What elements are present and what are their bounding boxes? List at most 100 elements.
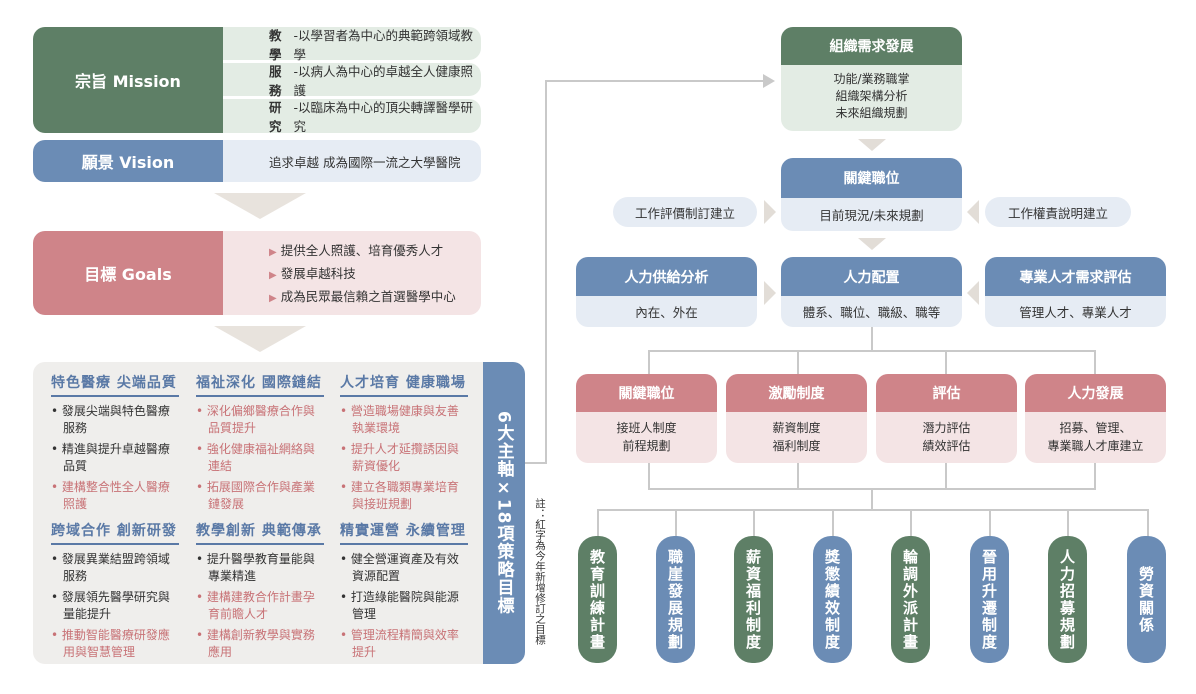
key-position-body: 目前現況/未來規劃 (781, 198, 962, 231)
axis-title: 精實運營 永續管理 (340, 520, 468, 545)
axis-item: • 深化偏鄉醫療合作與品質提升 (196, 404, 315, 435)
key-position-title: 關鍵職位 (781, 158, 962, 198)
goals-block: 目標 Goals ▶ 提供全人照護、培育優秀人才 ▶ 發展卓越科技 ▶ 成為民眾… (33, 231, 481, 315)
plan-label: 職崖發展規劃 (666, 548, 684, 651)
goal-item: ▶ 提供全人照護、培育優秀人才 (269, 240, 481, 263)
connector-line (545, 80, 547, 464)
goal-text: 發展卓越科技 (280, 266, 356, 281)
axis-item-text: 管理流程精簡與效率提升 (350, 628, 459, 659)
connector-line (797, 463, 799, 489)
axis-col-2: 福祉深化 國際鏈結 • 深化偏鄉醫療合作與品質提升 • 強化健康福祉網絡與連結 … (196, 372, 324, 517)
plan-pill: 職崖發展規劃 (656, 536, 695, 663)
axis-count-label: 6大主軸×18項策略目標 (483, 362, 525, 664)
row4-body: 潛力評估 績效評估 (876, 412, 1017, 455)
row4-line: 薪資制度 (772, 421, 821, 435)
plan-label: 人力招募規劃 (1058, 548, 1076, 651)
row4-title: 人力發展 (1025, 374, 1166, 412)
axis-col-6: 精實運營 永續管理 • 健全營運資產及有效資源配置 • 打造綠能醫院與能源管理 … (340, 520, 468, 665)
connector-line (989, 509, 991, 537)
row4-title: 關鍵職位 (576, 374, 717, 412)
connector-line (648, 463, 650, 489)
row4-body: 薪資制度 福利制度 (726, 412, 867, 455)
plan-label: 勞資關係 (1137, 565, 1155, 634)
mission-item-1: 教學 -以學習者為中心的典範跨領域教學 (255, 27, 481, 62)
connector-line (597, 509, 599, 537)
triangle-bullet-icon: ▶ (269, 247, 277, 258)
connector-line (797, 350, 799, 374)
connector-line (1067, 509, 1069, 537)
triangle-bullet-icon: ▶ (269, 293, 277, 304)
side-left-box: 工作評價制訂建立 (613, 197, 757, 227)
connector-line (945, 350, 947, 374)
key-position-box: 關鍵職位 目前現況/未來規劃 (781, 158, 962, 231)
row4-line: 潛力評估 (922, 421, 971, 435)
goal-text: 成為民眾最信賴之首選醫學中心 (280, 289, 456, 304)
mission-item-text: -以臨床為中心的頂尖轉譯醫學研究 (293, 100, 473, 134)
axis-item: • 提升人才延攬誘因與薪資優化 (340, 442, 459, 473)
axis-item: • 發展尖端與特色醫療服務 (51, 404, 170, 435)
goals-label: 目標 Goals (33, 231, 223, 315)
vision-block: 願景 Vision 追求卓越 成為國際一流之大學醫院 (33, 140, 481, 182)
axis-count-text: 6大主軸×18項策略目標 (493, 411, 514, 615)
goals-label-text: 目標 Goals (84, 265, 172, 284)
connector-line (871, 327, 873, 351)
note-text: 註：紅字為今年新增修訂之目標 (534, 498, 546, 645)
axis-item: • 發展領先醫學研究與量能提升 (51, 590, 170, 621)
supply-body: 內在、外在 (576, 296, 757, 327)
org-line: 未來組織規劃 (835, 106, 908, 120)
axis-item-text: 推動智能醫療研發應用與智慧管理 (61, 628, 170, 659)
axis-item-text: 深化偏鄉醫療合作與品質提升 (206, 404, 315, 435)
org-title-text: 組織需求發展 (829, 39, 914, 55)
axis-item-text: 拓展國際合作與產業鏈發展 (206, 480, 315, 511)
goal-item: ▶ 發展卓越科技 (269, 263, 481, 286)
arrow-right-icon (763, 74, 775, 88)
axis-item-text: 發展尖端與特色醫療服務 (61, 404, 170, 435)
connector-line (910, 509, 912, 537)
vision-label-text: 願景 Vision (81, 153, 175, 172)
plan-pill: 薪資福利制度 (734, 536, 773, 663)
mission-item-text: -以病人為中心的卓越全人健康照護 (293, 63, 473, 98)
arrow-right-icon (764, 281, 776, 305)
org-box: 組織需求發展 功能/業務職掌 組織架構分析 未來組織規劃 (781, 27, 962, 131)
goal-text: 提供全人照護、培育優秀人才 (280, 243, 444, 258)
supply-title-text: 人力供給分析 (624, 269, 709, 286)
mission-item-head: 教學 (269, 27, 282, 62)
connector-line (648, 350, 1095, 352)
axis-item-text: 提升人才延攬誘因與薪資優化 (350, 442, 459, 473)
axis-item: • 推動智能醫療研發應用與智慧管理 (51, 628, 170, 659)
allocation-body: 體系、職位、職級、職等 (781, 296, 962, 327)
triangle-bullet-icon: ▶ (269, 270, 277, 281)
row4-box: 評估 潛力評估 績效評估 (876, 374, 1017, 463)
demand-title-text: 專業人才需求評估 (1019, 269, 1132, 286)
demand-text: 管理人才、專業人才 (1019, 305, 1132, 320)
axis-item-text: 營造職場健康與友善執業環境 (350, 404, 459, 435)
arrow-down-1 (214, 193, 306, 219)
axis-title: 人才培育 健康職場 (340, 372, 468, 397)
supply-box: 人力供給分析 內在、外在 (576, 257, 757, 327)
axis-item-text: 精進與提升卓越醫療品質 (61, 442, 170, 473)
axis-item: • 建構建教合作計畫孕育前瞻人才 (196, 590, 315, 621)
mission-item-head: 研究 (269, 100, 282, 134)
row4-box: 關鍵職位 接班人制度 前程規劃 (576, 374, 717, 463)
org-lines: 功能/業務職掌 組織架構分析 未來組織規劃 (781, 65, 962, 122)
mission-block: 宗旨 Mission 教學-以學習者為中心的典範跨領域教學 服務-以病人為中心的… (33, 27, 481, 134)
goals-list: ▶ 提供全人照護、培育優秀人才 ▶ 發展卓越科技 ▶ 成為民眾最信賴之首選醫學中… (223, 231, 481, 315)
connector-line (945, 463, 947, 489)
plan-pill: 人力招募規劃 (1048, 536, 1087, 663)
mission-label-text: 宗旨 Mission (75, 72, 181, 91)
axis-item-text: 建立各職類專業培育與接班規劃 (350, 480, 459, 511)
axis-col-1: 特色醫療 尖端品質 • 發展尖端與特色醫療服務 • 精進與提升卓越醫療品質 • … (51, 372, 179, 517)
connector-line (525, 462, 546, 464)
axis-item-text: 發展異業結盟跨領域服務 (61, 552, 170, 583)
mission-item-text: -以學習者為中心的典範跨領域教學 (293, 27, 473, 62)
connector-line (648, 350, 650, 374)
axis-item: • 健全營運資產及有效資源配置 (340, 552, 459, 583)
allocation-text: 體系、職位、職級、職等 (802, 305, 941, 320)
axis-item: • 精進與提升卓越醫療品質 (51, 442, 170, 473)
arrow-left-icon (967, 200, 979, 224)
connector-line (1094, 463, 1096, 489)
side-left-text: 工作評價制訂建立 (634, 205, 735, 221)
plan-label: 獎懲績效制度 (823, 548, 841, 651)
row4-line: 績效評估 (922, 439, 971, 453)
row4-body: 招募、管理、 專業職人才庫建立 (1025, 412, 1166, 455)
